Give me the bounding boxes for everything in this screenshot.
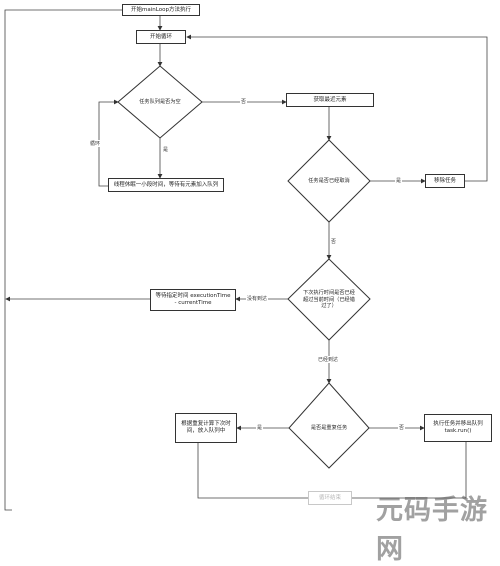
edge-remove-to-loop <box>186 34 488 182</box>
node-get-recent: 获取最近元素 <box>286 93 374 107</box>
label-queue-empty: 任务队列是否为空 <box>139 98 181 105</box>
label-next-exec-time: 下次执行时间是否已经超过当前时间（已经错过了） <box>303 290 355 310</box>
edge-label-yes3: 是 <box>256 424 264 431</box>
diamond-is-repeat <box>288 382 370 469</box>
edge-label-not-arrived: 没有到达 <box>246 295 269 302</box>
label-task-cancelled: 任务是否已经取消 <box>308 177 350 184</box>
edge-label-yes1: 是 <box>162 146 170 153</box>
node-loop-start: 开始循环 <box>136 30 186 44</box>
diamond-queue-empty <box>117 65 203 139</box>
node-start: 开始mainLoop方法执行 <box>122 4 200 16</box>
edge-label-no2: 否 <box>330 238 338 245</box>
label-is-repeat: 是否是重复任务 <box>310 424 348 431</box>
node-wait-until: 等待指定时间 executionTime - currentTime <box>150 289 236 311</box>
diamond-next-exec-time <box>287 258 371 341</box>
edge-label-arrived: 已经到达 <box>317 356 340 363</box>
edge-label-yes2: 是 <box>395 177 403 184</box>
node-wait-enqueue: 线程休眠一小段时间，等待有元素加入队列 <box>108 178 224 192</box>
edge-label-no1: 否 <box>240 98 248 105</box>
node-run-task: 执行任务并移出队列 task.run() <box>424 414 492 442</box>
edge-label-loop: 循环 <box>89 140 102 147</box>
node-loop-end: 循环结束 <box>308 491 352 505</box>
edge-wait-loop <box>98 99 119 187</box>
edge-outer-loop <box>4 9 122 511</box>
watermark-logo: 元码手游网 <box>376 495 488 565</box>
edge-label-no3: 否 <box>398 424 406 431</box>
flowchart-connectors <box>4 9 488 511</box>
diamond-task-cancelled <box>287 139 371 223</box>
node-reschedule: 根据重复计算下次时间，放入队列中 <box>175 413 237 443</box>
node-remove-task: 移除任务 <box>425 174 465 188</box>
